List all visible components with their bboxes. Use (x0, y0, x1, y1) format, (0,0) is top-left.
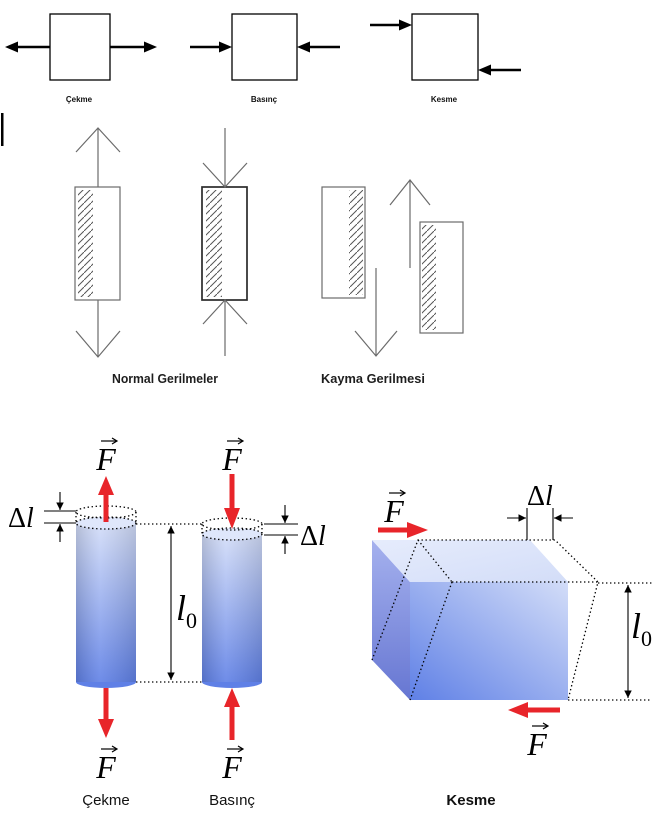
tension-arrow-left-head (5, 41, 18, 53)
force-symbol: F (95, 441, 116, 477)
force-arrow-up (98, 476, 114, 522)
shortening-marker: Δl (264, 505, 326, 554)
force-symbol: F (383, 493, 404, 529)
length-symbol: l (318, 521, 326, 552)
force-label-top: F (95, 437, 118, 477)
top-row: Çekme Basınç Kesme (1, 13, 521, 146)
force-arrow-up (224, 688, 240, 740)
length-symbol: l (631, 606, 641, 646)
arrow-down-head (75, 330, 121, 358)
shear-arrow-up-head (389, 179, 431, 206)
compression-label: Basınç (251, 95, 278, 104)
element-hatch (78, 190, 93, 297)
cylinder-shade (76, 523, 136, 682)
shear-stress-label: Kayma Gerilmesi (321, 372, 425, 386)
shear-arrow-bottom-head (478, 64, 491, 76)
length-symbol: l (176, 588, 186, 628)
delta-l-label: Δl (8, 503, 34, 534)
delta-l-label: Δl (300, 521, 326, 552)
shear-label: Kesme (431, 95, 458, 104)
stress-sketch: Normal Gerilmeler Kayma Gerilmesi (74, 127, 464, 386)
force-symbol: F (221, 441, 242, 477)
subscript-zero: 0 (186, 608, 197, 633)
cylinder-top (201, 527, 263, 541)
cylinder-top (75, 516, 137, 530)
arrow-in-bottom-head (202, 299, 248, 325)
shear-caption: Kesme (446, 792, 495, 809)
compression-schematic: Basınç (190, 13, 340, 104)
compression-square (231, 13, 298, 81)
subscript-zero: 0 (641, 626, 652, 651)
normal-tension-element (74, 127, 121, 358)
tension-schematic: Çekme (5, 13, 157, 104)
delta-l-label: Δl (527, 481, 553, 512)
delta-symbol: Δ (8, 503, 26, 534)
sheared-outline (371, 539, 599, 701)
force-label-bottom: F (526, 722, 549, 762)
block-front-face (410, 582, 568, 700)
length-symbol: l (545, 481, 553, 512)
force-label-bottom: F (221, 745, 244, 785)
shear-block-figure: F F Δl l0 (371, 481, 652, 762)
force-symbol: F (95, 749, 116, 785)
tension-arrow-right-head (144, 41, 157, 53)
tension-cylinder-figure: F F Δl (8, 437, 137, 785)
force-label-bottom: F (95, 745, 118, 785)
edge-mark (1, 113, 4, 146)
force-arrow-down (98, 688, 114, 738)
initial-length-label: l0 (631, 606, 652, 651)
arrow-up-head (75, 127, 121, 153)
force-label-top: F (383, 489, 406, 529)
shear-schematic: Kesme (370, 13, 521, 104)
cylinder-shade (202, 534, 262, 682)
delta-symbol: Δ (300, 521, 318, 552)
sheared-edge-top-left (417, 539, 453, 583)
shear-left-hatch (349, 190, 363, 295)
shear-square (411, 13, 479, 81)
shear-right-hatch (422, 225, 436, 330)
tension-square (49, 13, 111, 81)
initial-length-label: l0 (176, 588, 197, 633)
force-label-top: F (221, 437, 244, 477)
element-hatch (206, 190, 222, 297)
compression-arrow-right-head (297, 41, 310, 53)
elongation-marker: Δl (8, 492, 76, 542)
shear-arrow-down-head (354, 330, 398, 357)
sheared-edge-front-left (409, 581, 453, 701)
tension-label: Çekme (66, 95, 93, 104)
force-arrow-down (224, 474, 240, 529)
force-symbol: F (221, 749, 242, 785)
shear-elements (321, 179, 464, 357)
compression-arrow-left-head (219, 41, 232, 53)
normal-compression-element (201, 128, 248, 356)
delta-symbol: Δ (527, 481, 545, 512)
shear-displacement-marker: Δl (507, 481, 573, 540)
block-height-dimension: l0 (568, 582, 652, 701)
force-arrow-left (508, 702, 560, 718)
force-symbol: F (526, 726, 547, 762)
shear-arrow-top-head (399, 19, 412, 31)
compression-cylinder-figure: F F Δl (201, 437, 326, 785)
initial-length-dimension: l0 (136, 523, 202, 683)
normal-stress-label: Normal Gerilmeler (112, 372, 218, 386)
arrow-in-top-head (202, 162, 248, 188)
force-arrow-right (378, 522, 428, 538)
length-symbol: l (26, 503, 34, 534)
block-left-face (372, 540, 410, 700)
compression-caption: Basınç (209, 792, 255, 809)
tension-caption: Çekme (82, 792, 130, 809)
block-top-face (372, 540, 568, 582)
